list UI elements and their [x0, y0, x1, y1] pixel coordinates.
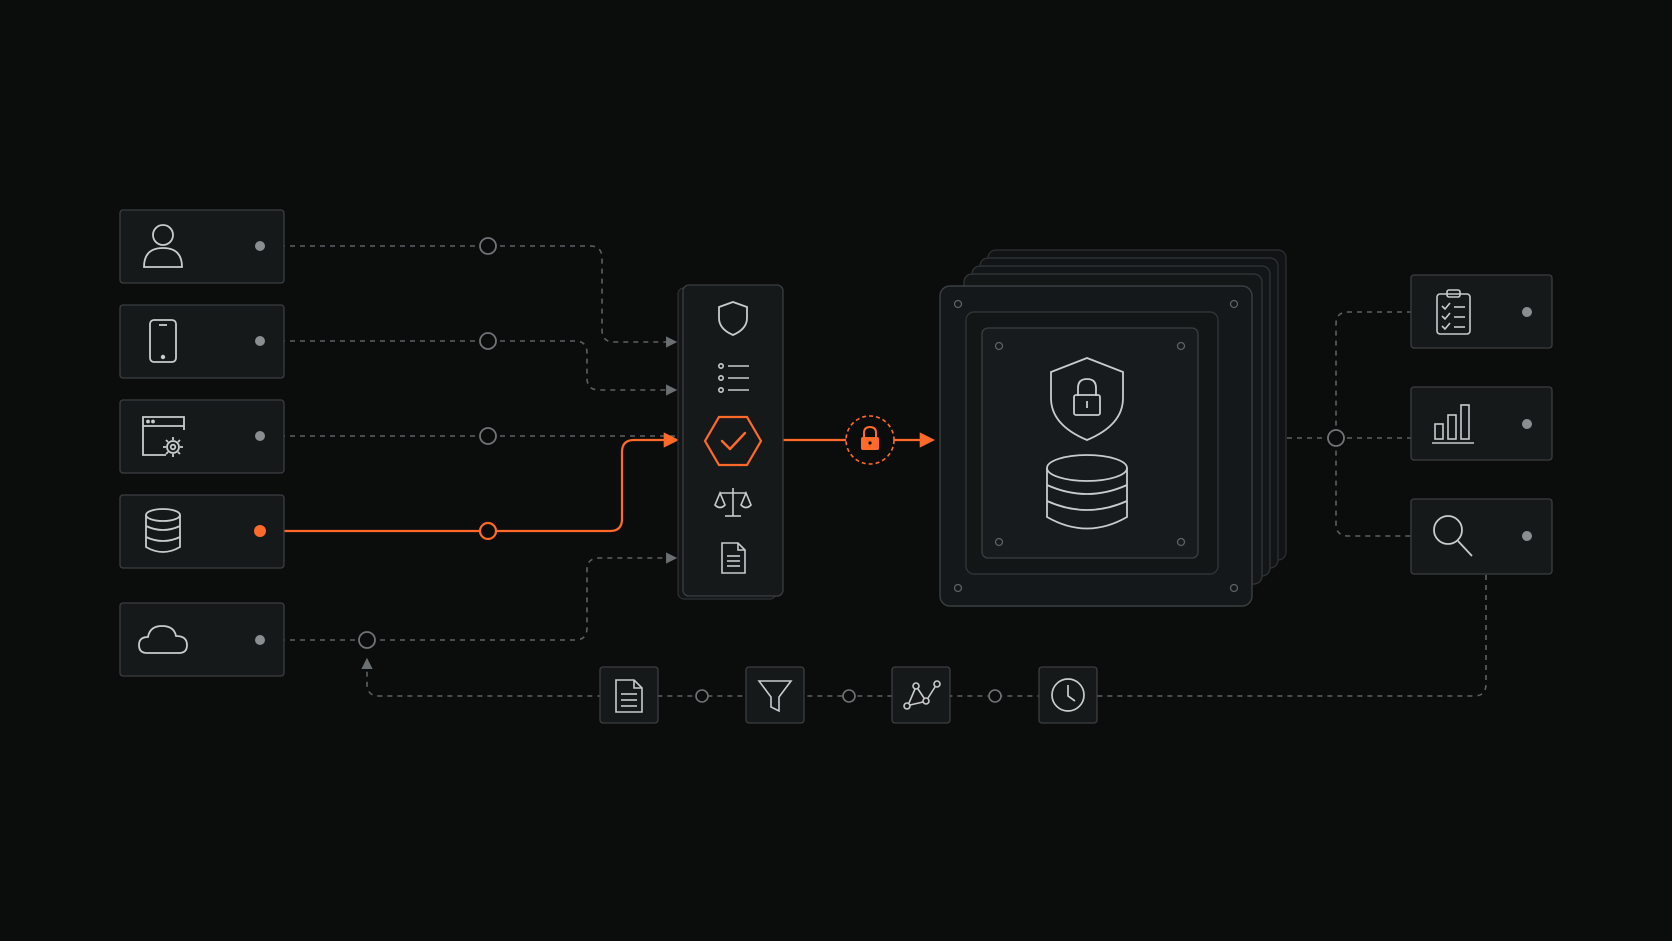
database-icon [145, 508, 181, 553]
status-dot [1522, 531, 1532, 541]
consumer-node-search[interactable] [1410, 498, 1553, 575]
status-dot-active [254, 525, 266, 537]
vault-screws [953, 299, 1239, 593]
consumer-node-reports[interactable] [1410, 274, 1553, 349]
policy-stack [677, 284, 784, 600]
connector-mobile-to-policy [260, 340, 678, 396]
consumer-node-analytics[interactable] [1410, 386, 1553, 461]
active-flow [260, 432, 936, 533]
source-node-database[interactable] [119, 494, 285, 569]
connectors [260, 245, 1487, 697]
graph-nodes-icon [903, 680, 941, 710]
junction-dot [358, 631, 376, 649]
document-icon [721, 542, 746, 574]
pipeline-step-document[interactable] [599, 666, 659, 724]
secure-vault [939, 249, 1287, 607]
source-nodes [119, 209, 285, 677]
bar-chart-icon [1432, 404, 1474, 444]
junction-dot-small [842, 689, 856, 703]
connector-pipeline-return [361, 575, 1487, 697]
shield-icon [718, 301, 748, 336]
pipeline-step-filter[interactable] [745, 666, 805, 724]
source-node-user[interactable] [119, 209, 285, 284]
junction-dot-active [478, 521, 498, 541]
mobile-phone-icon [149, 319, 177, 363]
processing-pipeline [599, 666, 1098, 724]
junction-dot [1327, 429, 1345, 447]
junction-dot [479, 427, 497, 445]
clock-icon [1051, 678, 1085, 712]
magnifier-icon [1433, 515, 1473, 557]
lock-icon [861, 425, 879, 450]
pipeline-step-clock[interactable] [1038, 666, 1098, 724]
database-icon [1046, 454, 1128, 530]
junction-dot-small [695, 689, 709, 703]
source-node-mobile[interactable] [119, 304, 285, 379]
scales-icon [714, 488, 752, 517]
connector-consumers-to-vault [1335, 311, 1412, 537]
user-icon [143, 224, 183, 268]
connector-user-to-policy [260, 245, 678, 348]
junction-dot [479, 237, 497, 255]
cloud-icon [138, 625, 188, 654]
junction-dot [479, 332, 497, 350]
consumer-nodes [1410, 274, 1553, 575]
junctions [358, 237, 1345, 703]
check-hexagon-icon[interactable] [703, 415, 763, 467]
document-icon [615, 679, 643, 713]
list-icon [717, 362, 749, 393]
browser-settings-icon [142, 416, 185, 457]
status-dot [255, 241, 265, 251]
status-dot [255, 431, 265, 441]
connector-database-active [260, 432, 680, 533]
source-node-cloud[interactable] [119, 602, 285, 677]
junction-dot-small [988, 689, 1002, 703]
filter-icon [757, 680, 793, 713]
status-dot [255, 336, 265, 346]
connector-cloud-to-policy [260, 552, 678, 641]
shield-lock-icon [1050, 357, 1124, 441]
status-dot [1522, 419, 1532, 429]
clipboard-checklist-icon [1436, 289, 1471, 335]
source-node-browser[interactable] [119, 399, 285, 474]
status-dot [255, 635, 265, 645]
status-dot [1522, 307, 1532, 317]
pipeline-step-graph[interactable] [891, 666, 951, 724]
encryption-lock[interactable] [845, 415, 895, 465]
